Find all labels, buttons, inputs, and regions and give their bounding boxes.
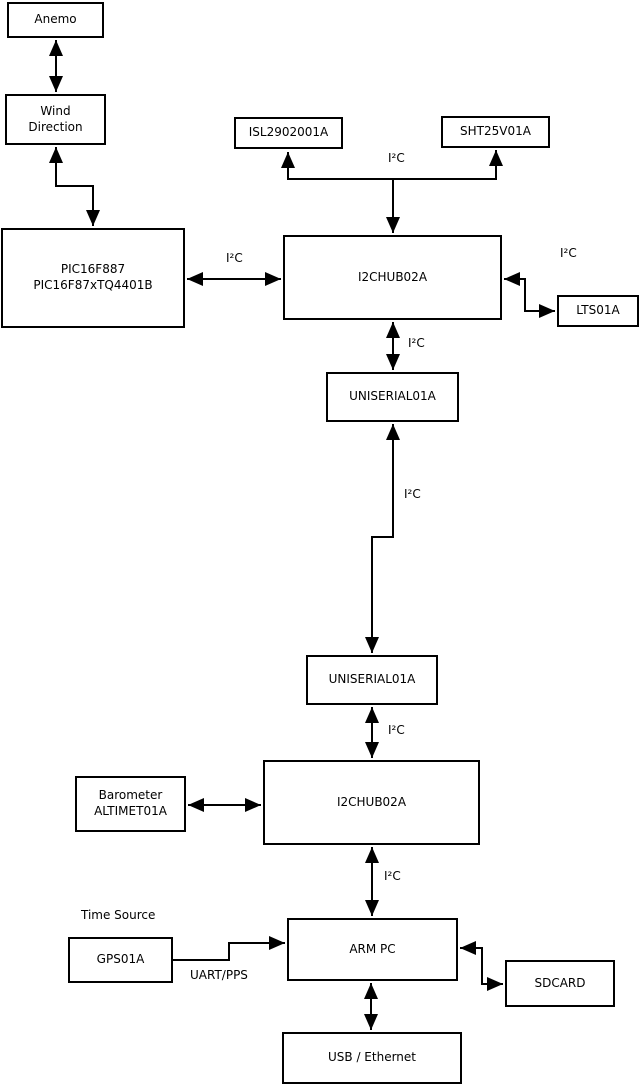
edge-label-i2c-lts: I²C [560, 246, 577, 260]
edge-label-i2c-hub-uniserial: I²C [408, 336, 425, 350]
connector-uniserial-uniserial [365, 424, 400, 653]
block-gps01a: GPS01A [68, 937, 173, 983]
block-label: ARM PC [349, 941, 396, 956]
block-pic16f887: PIC16F887 PIC16F87xTQ4401B [1, 228, 185, 328]
block-label: LTS01A [576, 303, 620, 318]
block-anemo: Anemo [7, 2, 104, 38]
block-sdcard: SDCARD [505, 960, 615, 1007]
edge-label-i2c-uniserial-link: I²C [404, 487, 421, 501]
block-i2chub02a-top: I2CHUB02A [283, 235, 502, 320]
connector-armpc-sdcard [460, 941, 503, 991]
edge-label-i2c-hub2-armpc: I²C [384, 869, 401, 883]
connector-wind-pic [49, 147, 100, 226]
block-arm-pc: ARM PC [287, 918, 458, 981]
block-label: PIC16F887 [60, 262, 126, 277]
block-barometer: Barometer ALTIMET01A [75, 776, 186, 832]
block-uniserial01a-top: UNISERIAL01A [326, 372, 459, 422]
connector-hub-lts [504, 272, 555, 318]
block-i2chub02a-bottom: I2CHUB02A [263, 760, 480, 845]
block-lts01a: LTS01A [557, 295, 639, 327]
edge-label-i2c-uniserial-hub2: I²C [388, 723, 405, 737]
block-label: PIC16F87xTQ4401B [33, 278, 153, 292]
block-label: UNISERIAL01A [328, 672, 416, 687]
edge-label-i2c-pic: I²C [226, 251, 243, 265]
block-label: GPS01A [96, 952, 145, 967]
block-wind-direction: Wind Direction [5, 94, 106, 145]
block-usb-ethernet: USB / Ethernet [282, 1032, 462, 1084]
block-label: USB / Ethernet [328, 1050, 416, 1065]
block-isl2902001a: ISL2902001A [234, 117, 343, 149]
block-uniserial01a-bottom: UNISERIAL01A [306, 655, 438, 705]
block-label: Direction [28, 119, 83, 134]
block-label: ISL2902001A [248, 125, 329, 140]
block-label: I2CHUB02A [357, 269, 428, 284]
edge-label-i2c-bus: I²C [388, 151, 405, 165]
block-label: UNISERIAL01A [349, 389, 436, 404]
block-label: Anemo [34, 12, 77, 27]
block-sht25v01a: SHT25V01A [441, 116, 550, 148]
connector-gps-armpc [173, 936, 285, 961]
block-label: SDCARD [534, 975, 586, 990]
edge-label-uart-pps: UART/PPS [190, 968, 248, 982]
block-label: Barometer [98, 788, 163, 803]
label-time-source: Time Source [81, 908, 156, 922]
block-label: ALTIMET01A [94, 804, 167, 818]
block-label: SHT25V01A [460, 124, 531, 139]
block-label: I2CHUB02A [336, 794, 407, 809]
block-label: Wind [40, 103, 71, 118]
